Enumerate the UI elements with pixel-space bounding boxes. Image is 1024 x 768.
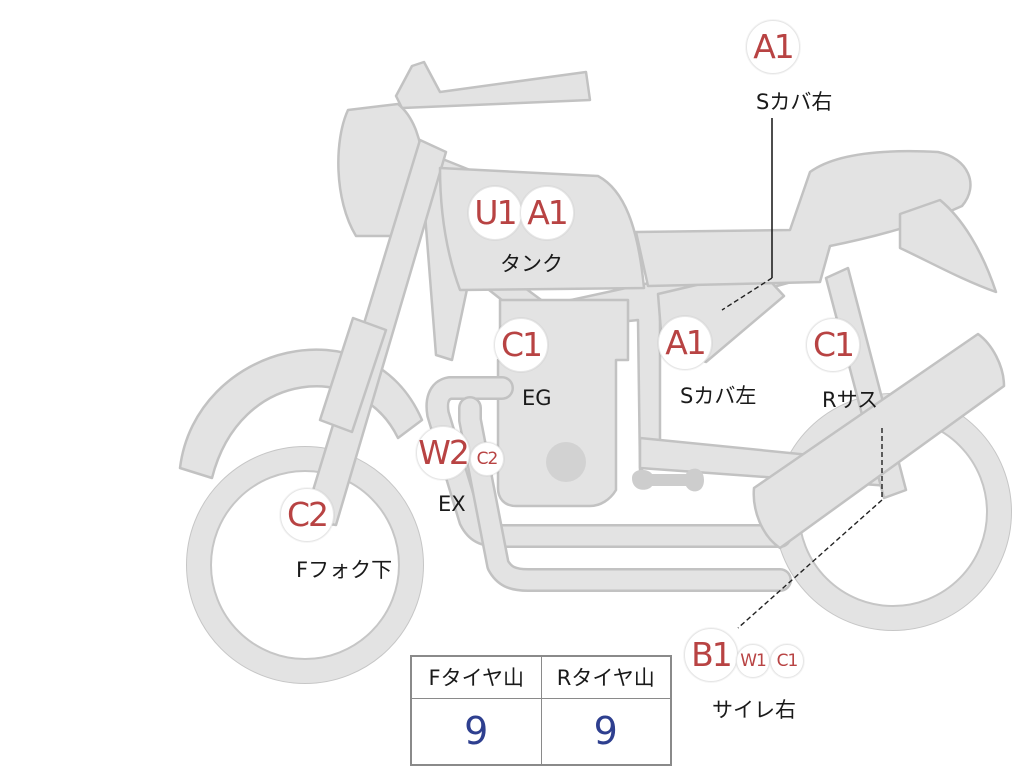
grade-badge-front-fork: C2 [280, 488, 334, 542]
fork-upper [318, 316, 388, 434]
grade-badge-rear-suspension: C1 [806, 318, 860, 372]
grade-badge-engine: C1 [494, 318, 548, 372]
grade-badge-side-cover-left: A1 [658, 316, 712, 370]
rear-tire-value: 9 [540, 697, 672, 766]
tire-tread-table: Fタイヤ山 Rタイヤ山 9 9 [410, 655, 672, 766]
rear-tire-header: Rタイヤ山 [540, 655, 672, 699]
muffler [752, 332, 1006, 550]
tail-cowl [898, 198, 998, 294]
label-front-fork: Fフォク下 [296, 558, 393, 582]
grade-badge-tank-1: U1 [468, 186, 522, 240]
label-engine: EG [522, 386, 552, 410]
label-exhaust: EX [438, 492, 466, 516]
grade-badge-exhaust-2: C2 [470, 442, 504, 476]
footpeg [632, 468, 704, 492]
front-wheel [186, 446, 424, 684]
front-tire-header: Fタイヤ山 [410, 655, 542, 699]
leader-line-muffler [737, 428, 883, 629]
grade-badge-side-cover-right: A1 [746, 20, 800, 74]
grade-badge-tank-2: A1 [520, 186, 574, 240]
grade-badge-muffler-3: C1 [770, 644, 804, 678]
grade-badge-muffler-2: W1 [736, 644, 770, 678]
front-tire-value: 9 [410, 697, 542, 766]
tire-table-header-row: Fタイヤ山 Rタイヤ山 [410, 655, 672, 699]
tire-table-value-row: 9 9 [410, 697, 672, 766]
label-side-cover-left: Sカバ左 [680, 384, 757, 408]
label-muffler: サイレ右 [712, 698, 796, 722]
leader-line-side-cover-right-dashed [721, 277, 773, 311]
engine-cover [546, 442, 586, 482]
label-rear-suspension: Rサス [822, 388, 879, 412]
label-tank: タンク [500, 252, 563, 276]
handlebar [394, 60, 592, 110]
grade-badge-exhaust-1: W2 [416, 426, 470, 480]
grade-badge-muffler-1: B1 [684, 628, 738, 682]
seat [634, 149, 972, 288]
label-side-cover-right: Sカバ右 [756, 90, 833, 114]
